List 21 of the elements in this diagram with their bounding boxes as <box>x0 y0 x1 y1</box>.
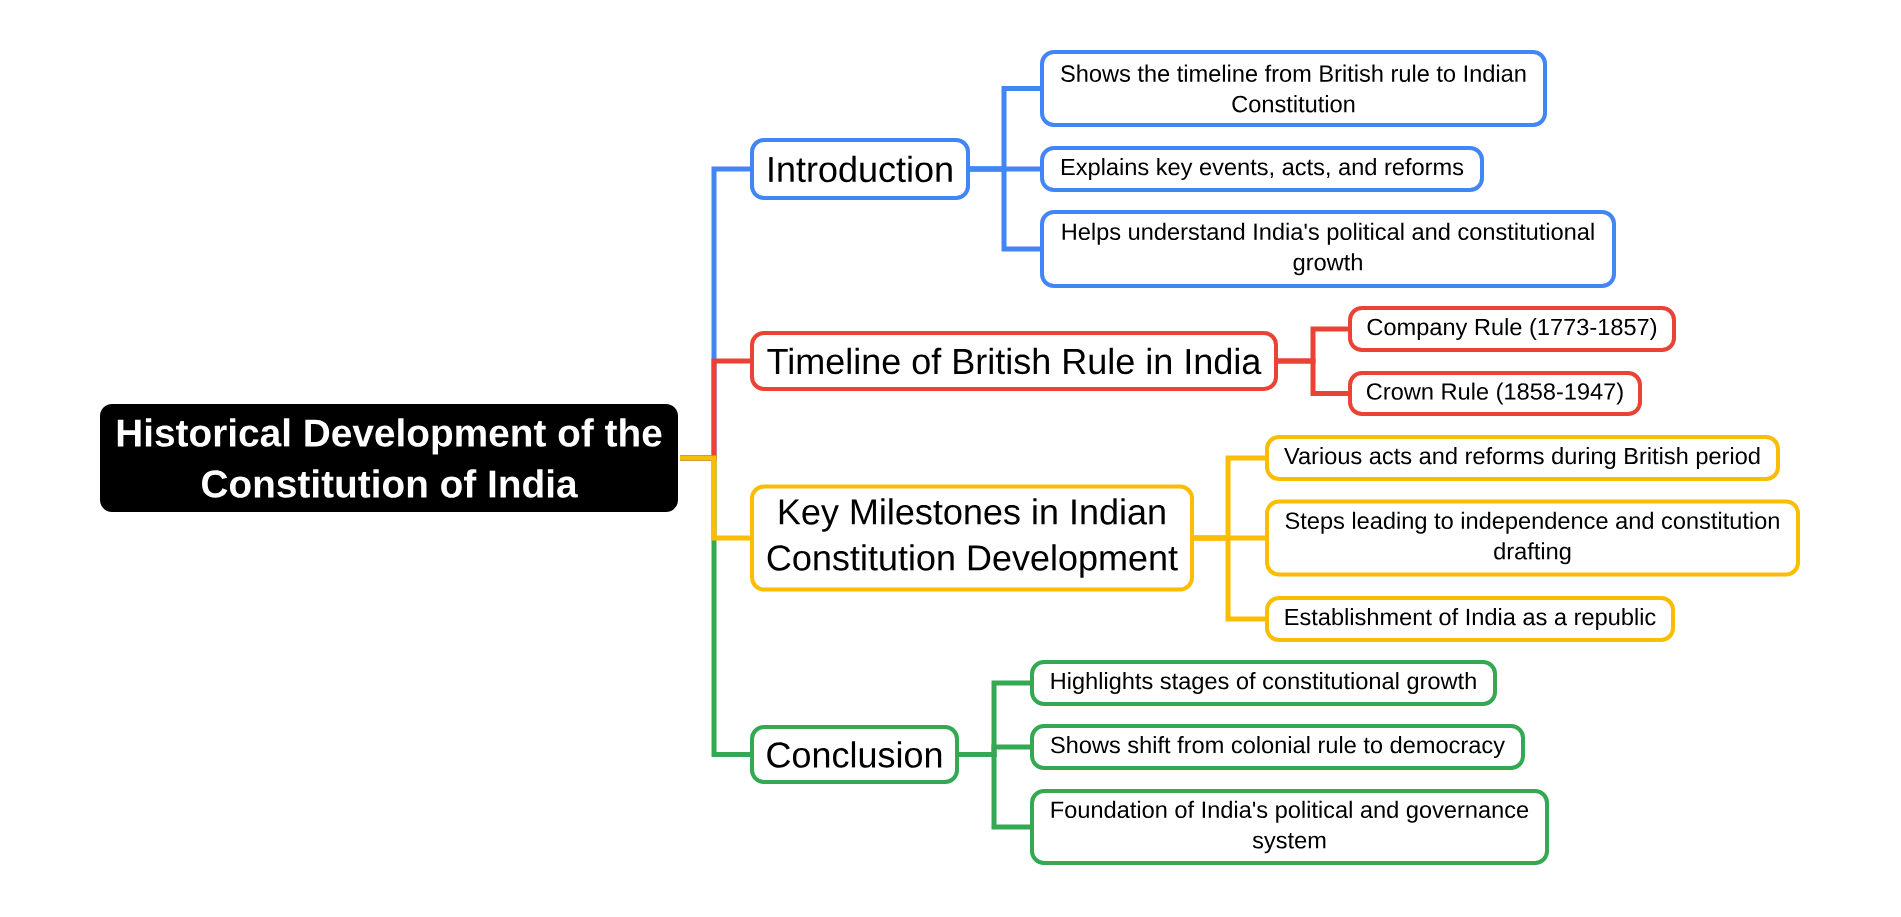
branch-box: Introduction <box>750 138 970 200</box>
detail-box: Company Rule (1773-1857) <box>1348 306 1676 352</box>
detail-box: Establishment of India as a republic <box>1265 596 1675 642</box>
connector-line <box>959 752 1030 830</box>
detail-box: Shows shift from colonial rule to democracy <box>1030 724 1525 770</box>
detail-box: Explains key events, acts, and reforms <box>1040 146 1484 192</box>
connector-line <box>970 166 1040 172</box>
detail-box: Shows the timeline from British rule to Indian Constitution <box>1040 50 1547 127</box>
detail-box: Highlights stages of constitutional growth <box>1030 660 1497 706</box>
detail-box: Foundation of India's political and governance system <box>1030 789 1549 865</box>
detail-box: Various acts and reforms during British period <box>1265 435 1780 481</box>
branch-box: Key Milestones in Indian Constitution Development <box>750 484 1194 592</box>
connector-line <box>1278 358 1348 396</box>
detail-box: Steps leading to independence and constitution drafting <box>1265 499 1800 577</box>
detail-box: Crown Rule (1858-1947) <box>1348 371 1642 416</box>
detail-box: Helps understand India's political and constitutional growth <box>1040 210 1616 288</box>
branch-box: Timeline of British Rule in India <box>750 331 1278 391</box>
connector-line <box>1194 535 1265 541</box>
connector-line <box>680 455 750 541</box>
branch-box: Conclusion <box>750 725 959 784</box>
title-box: Historical Development of the Constitution of India <box>100 404 678 512</box>
